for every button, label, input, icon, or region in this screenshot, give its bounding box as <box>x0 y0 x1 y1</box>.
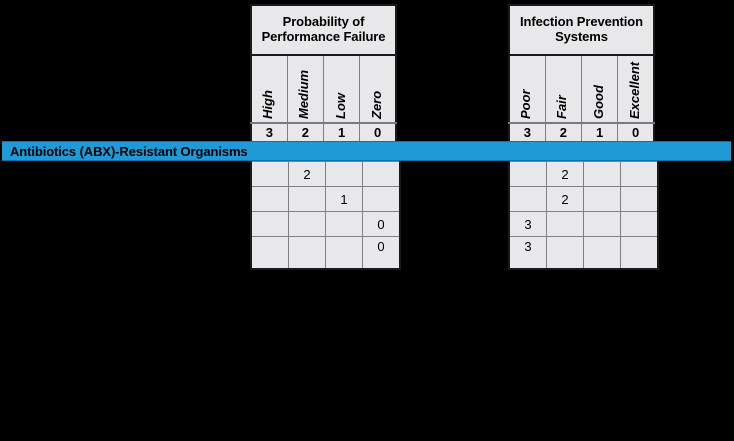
data-cell[interactable] <box>325 236 363 270</box>
data-cell[interactable] <box>508 186 547 212</box>
data-cell[interactable] <box>583 236 621 270</box>
data-cell[interactable] <box>620 236 659 270</box>
column-header-good: Good <box>580 54 619 124</box>
table-row: 3 <box>508 236 659 270</box>
data-cell[interactable]: 3 <box>508 236 547 270</box>
column-header-label: Good <box>590 85 606 119</box>
score-row: 3 2 1 0 <box>508 122 655 143</box>
column-score: 3 <box>250 122 288 143</box>
group-title-line2: Systems <box>555 29 608 44</box>
data-cell[interactable]: 3 <box>508 211 547 237</box>
data-cell[interactable]: 0 <box>362 211 401 237</box>
group-title-infection-prevention-systems: Infection Prevention Systems <box>509 5 654 56</box>
rotated-label-wrap: Zero <box>360 56 395 122</box>
data-cell[interactable]: 2 <box>546 186 584 212</box>
data-cell[interactable] <box>362 186 401 212</box>
data-cell[interactable]: 2 <box>546 161 584 187</box>
data-grid-infection-prevention-systems: 2 2 3 3 <box>508 161 659 270</box>
data-cell[interactable] <box>250 211 289 237</box>
data-cell[interactable] <box>288 236 326 270</box>
group-title-row: Infection Prevention Systems <box>509 5 654 56</box>
column-score: 0 <box>617 122 655 143</box>
column-score: 3 <box>508 122 546 143</box>
table-row: 3 <box>508 211 659 237</box>
column-header-label: Excellent <box>626 61 642 119</box>
data-cell[interactable] <box>250 186 289 212</box>
rotated-label-wrap: Low <box>324 56 359 122</box>
column-header-low: Low <box>322 54 361 124</box>
data-cell[interactable] <box>250 161 289 187</box>
rotated-label-wrap: Fair <box>546 56 581 122</box>
score-row: 3 2 1 0 <box>250 122 397 143</box>
data-cell[interactable] <box>508 161 547 187</box>
column-header-label: Zero <box>368 90 384 119</box>
group-title-line1: Infection Prevention <box>520 14 643 30</box>
rotated-label-wrap: High <box>252 56 287 122</box>
data-cell[interactable] <box>546 211 584 237</box>
column-score: 2 <box>286 122 325 143</box>
table-row: 2 <box>250 161 401 187</box>
column-header-label: Low <box>332 93 348 119</box>
table-row: 2 <box>508 186 659 212</box>
group-title-line1: Probability of <box>282 14 365 30</box>
table-row: 1 <box>250 186 401 212</box>
section-banner-label: Antibiotics (ABX)-Resistant Organisms <box>10 143 248 159</box>
group-title-row: Probability of Performance Failure <box>251 5 396 56</box>
data-cell[interactable] <box>325 161 363 187</box>
rotated-label-wrap: Good <box>582 56 617 122</box>
column-score: 1 <box>580 122 619 143</box>
column-score: 2 <box>544 122 583 143</box>
rotated-label-wrap: Excellent <box>618 56 653 122</box>
rotated-label-wrap: Poor <box>510 56 545 122</box>
data-cell[interactable] <box>620 186 659 212</box>
group-title-line2: Performance Failure <box>261 29 386 44</box>
data-cell[interactable] <box>325 211 363 237</box>
section-banner-antibiotics-resistant-organisms: Antibiotics (ABX)-Resistant Organisms <box>2 141 731 161</box>
column-header-label: Poor <box>518 89 534 119</box>
header-table-infection-prevention-systems: Infection Prevention Systems Poor Fair G… <box>508 4 655 143</box>
column-header-excellent: Excellent <box>617 54 655 124</box>
data-cell[interactable] <box>288 211 326 237</box>
table-row: 2 <box>508 161 659 187</box>
column-header-poor: Poor <box>508 54 546 124</box>
header-table-probability-of-performance-failure: Probability of Performance Failure High … <box>250 4 397 143</box>
column-header-zero: Zero <box>359 54 397 124</box>
data-cell[interactable] <box>620 161 659 187</box>
column-header-label: Medium <box>296 69 312 119</box>
table-row: 0 <box>250 211 401 237</box>
rotated-label-row: High Medium Low Zero <box>250 54 397 124</box>
data-cell[interactable] <box>583 161 621 187</box>
data-cell[interactable]: 1 <box>325 186 363 212</box>
column-header-label: Fair <box>554 95 570 119</box>
data-cell[interactable]: 2 <box>288 161 326 187</box>
data-cell[interactable]: 0 <box>362 236 401 270</box>
column-score: 1 <box>322 122 361 143</box>
table-row: 0 <box>250 236 401 270</box>
data-cell[interactable] <box>288 186 326 212</box>
data-cell[interactable] <box>362 161 401 187</box>
rotated-label-row: Poor Fair Good Excellent <box>508 54 655 124</box>
data-grid-probability-of-performance-failure: 2 1 0 0 <box>250 161 401 270</box>
data-cell[interactable] <box>583 211 621 237</box>
column-header-fair: Fair <box>544 54 583 124</box>
data-cell[interactable] <box>620 211 659 237</box>
column-header-medium: Medium <box>286 54 325 124</box>
group-title-probability-of-performance-failure: Probability of Performance Failure <box>251 5 396 56</box>
column-header-label: High <box>260 90 276 119</box>
data-cell[interactable] <box>250 236 289 270</box>
data-cell[interactable] <box>583 186 621 212</box>
column-header-high: High <box>250 54 288 124</box>
data-cell[interactable] <box>546 236 584 270</box>
rotated-label-wrap: Medium <box>288 56 323 122</box>
column-score: 0 <box>359 122 397 143</box>
